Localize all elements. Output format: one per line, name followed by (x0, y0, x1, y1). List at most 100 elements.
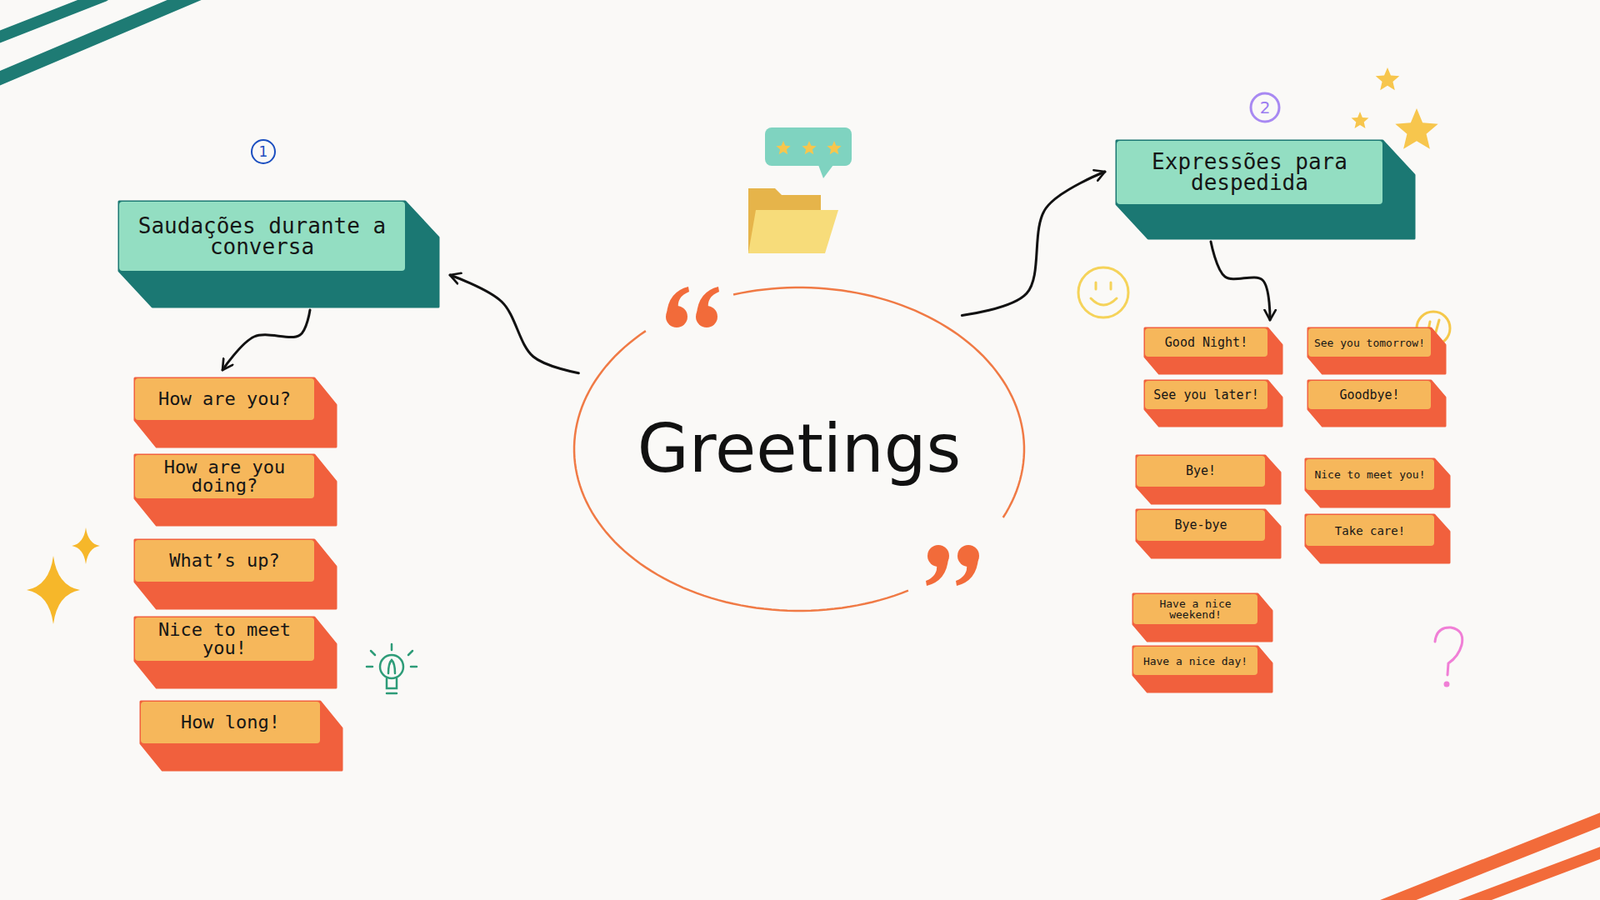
box-extrusion (1136, 455, 1280, 504)
callout-ring (1250, 93, 1280, 122)
box-label: Saudações durante a conversa (132, 215, 392, 257)
box-label: Good Night! (1165, 336, 1248, 350)
phrase-box: Take care! (1305, 515, 1450, 563)
box-shape (1305, 515, 1450, 563)
box-front (1305, 459, 1435, 490)
bubble (765, 127, 852, 166)
phrase-box: Have a nice weekend! (1133, 594, 1272, 641)
box-label: Nice to meet you! (143, 620, 306, 658)
box-label: Nice to meet you! (1314, 469, 1425, 480)
text-area: Take care! (1305, 515, 1435, 546)
phrase-box: Nice to meet you! (1305, 459, 1450, 507)
lightbulb-icon (366, 644, 417, 694)
connector-arrow (1210, 241, 1270, 320)
box-extrusion (1136, 510, 1280, 558)
box-front (1308, 380, 1431, 410)
box-extrusion (135, 540, 336, 609)
category-header: Expressões para despedida (1116, 140, 1415, 239)
box-label: What’s up? (169, 551, 280, 570)
open-quote (665, 286, 720, 328)
box-front (135, 378, 315, 420)
box-extrusion (1145, 380, 1282, 426)
text-area: What’s up? (135, 540, 315, 582)
box-shape (135, 378, 336, 447)
text-area: Nice to meet you! (1305, 459, 1435, 490)
box-extrusion (1305, 459, 1450, 507)
callout-ring (251, 140, 275, 164)
question-doodle (1435, 627, 1463, 686)
phrase-box: How are you? (135, 378, 336, 447)
box-front (1136, 455, 1265, 487)
star (826, 140, 841, 155)
phrase-box: Have a nice day! (1133, 646, 1272, 692)
text-area: Bye! (1136, 455, 1265, 487)
box-extrusion (1133, 646, 1272, 692)
callout-number: 2 (1252, 95, 1278, 120)
box-extrusion (1133, 594, 1272, 641)
box-shape (1145, 380, 1282, 426)
box-label: See you tomorrow! (1314, 337, 1425, 349)
box-label: Have a nice weekend! (1137, 598, 1254, 620)
box-extrusion (140, 701, 342, 770)
text-area: How long! (140, 701, 320, 744)
text-area: Have a nice weekend! (1133, 594, 1258, 625)
box-label: How long! (180, 713, 280, 732)
bubble-tail (818, 165, 834, 179)
stripe (1441, 848, 1600, 900)
phrase-box: Nice to meet you! (135, 617, 336, 688)
box-front (1136, 510, 1265, 541)
text-area: See you later! (1145, 380, 1268, 410)
folder-front (748, 210, 839, 254)
box-extrusion (135, 617, 336, 688)
text-area: Goodbye! (1308, 380, 1431, 410)
box-shape (1145, 328, 1282, 374)
text-area: Good Night! (1145, 328, 1268, 357)
phrase-box: Bye-bye (1136, 510, 1280, 558)
phrase-box: Good Night! (1145, 328, 1282, 374)
text-area: How are you doing? (135, 455, 315, 499)
box-shape (1136, 510, 1280, 558)
sparkles (26, 527, 100, 625)
box-shape (1308, 380, 1445, 426)
box-front (135, 617, 315, 661)
connector-arrow (222, 310, 310, 370)
box-shape (1305, 459, 1450, 507)
stars (1351, 67, 1439, 150)
box-label: Goodbye! (1339, 389, 1400, 402)
rating-bubble (765, 127, 852, 179)
box-front (1305, 515, 1435, 546)
box-label: Bye! (1185, 465, 1216, 478)
box-extrusion (135, 378, 336, 447)
box-shape (140, 701, 342, 770)
box-label: How are you doing? (143, 458, 306, 495)
folder-icon (748, 188, 839, 254)
box-shape (1136, 455, 1280, 504)
text-area: Expressões para despedida (1116, 140, 1383, 205)
box-label: Expressões para despedida (1130, 151, 1370, 193)
category-header: Saudações durante a conversa (119, 201, 439, 307)
text-area: How are you? (135, 378, 315, 420)
stripe (1366, 815, 1600, 900)
text-area: See you tomorrow! (1308, 328, 1431, 357)
box-front (1133, 646, 1258, 675)
box-shape (135, 540, 336, 609)
box-extrusion (1116, 140, 1415, 239)
box-extrusion (1305, 515, 1450, 563)
box-extrusion (1308, 328, 1445, 374)
close-quote (925, 545, 980, 586)
phrase-box: See you tomorrow! (1308, 328, 1445, 374)
box-label: Take care! (1335, 525, 1405, 537)
box-label: Have a nice day! (1143, 655, 1248, 667)
text-area: Bye-bye (1136, 510, 1265, 541)
box-front (1145, 328, 1268, 357)
star (775, 140, 790, 155)
phrase-box: How long! (140, 701, 342, 770)
box-front (1145, 380, 1268, 410)
phrase-box: See you later! (1145, 380, 1282, 426)
box-shape (1308, 328, 1445, 374)
text-area: Saudações durante a conversa (119, 201, 405, 271)
box-front (1308, 328, 1431, 357)
